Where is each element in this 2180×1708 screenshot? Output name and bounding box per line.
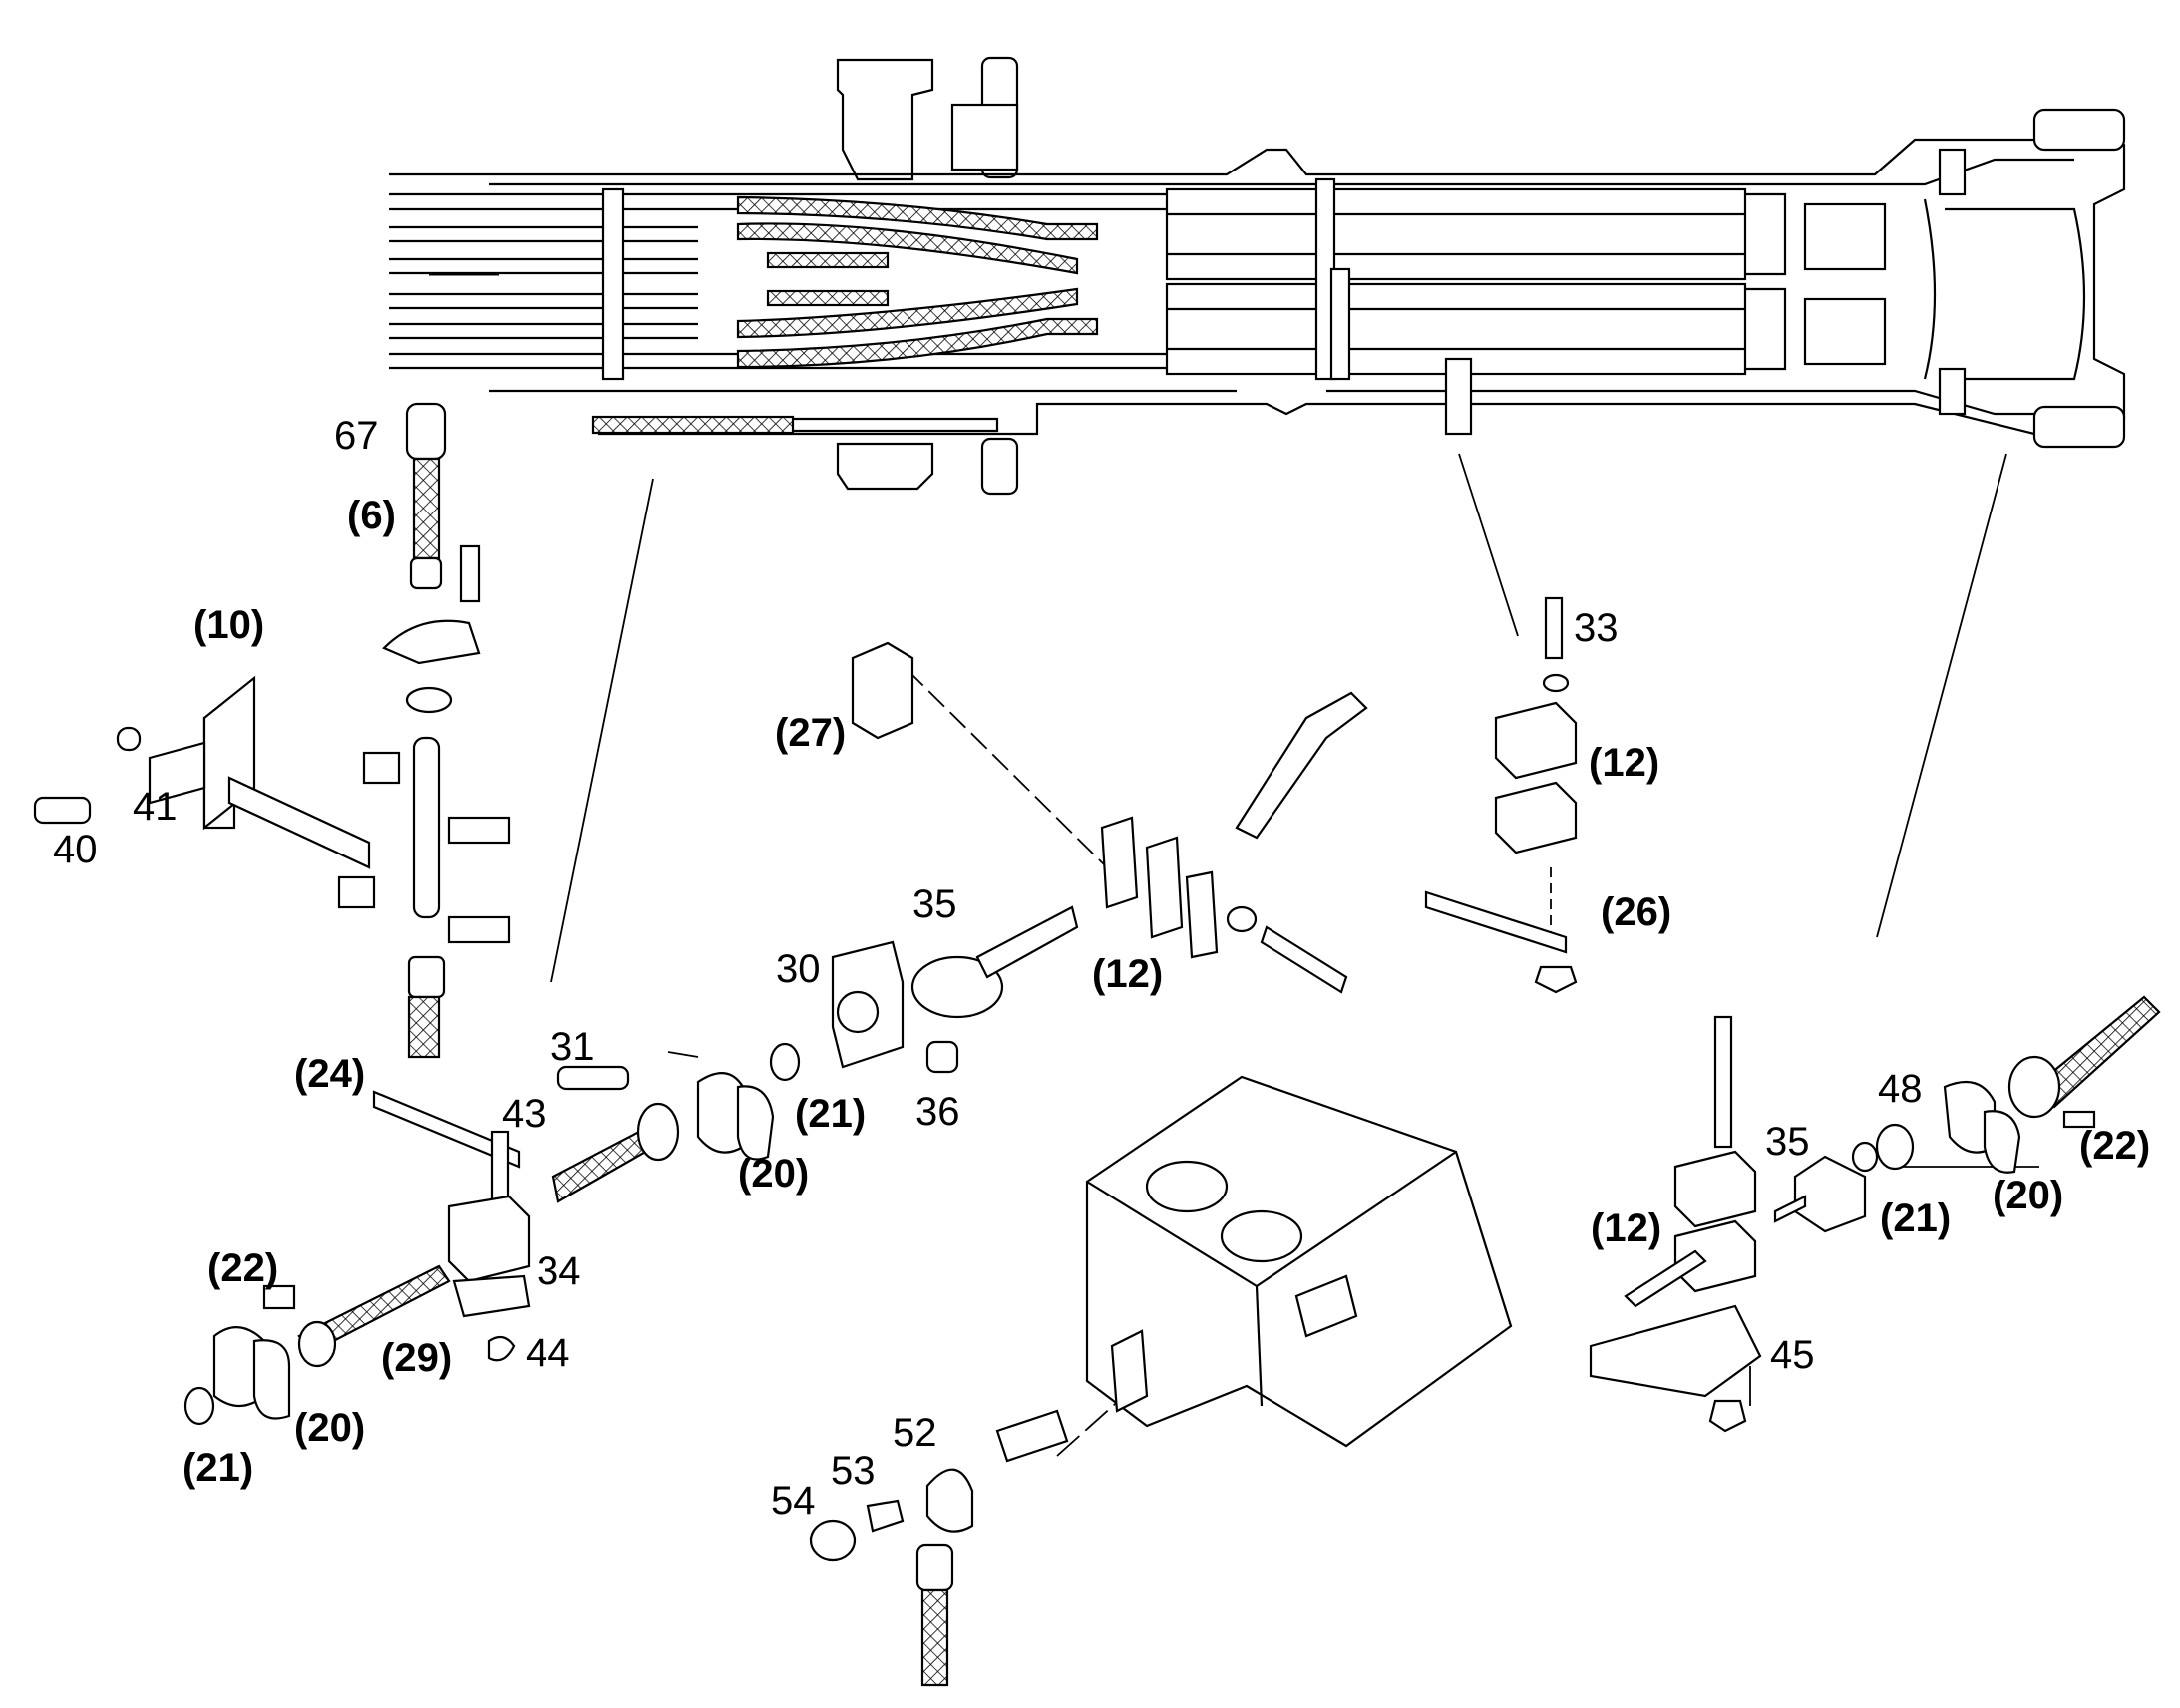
label-52: 52 [893, 1411, 937, 1455]
label-12-b: (12) [1589, 741, 1659, 785]
label-67: 67 [334, 414, 379, 458]
label-30: 30 [776, 947, 821, 991]
label-22-a: (22) [207, 1246, 278, 1290]
label-34: 34 [537, 1249, 581, 1293]
label-43: 43 [502, 1092, 546, 1136]
hydraulic-tank [809, 1075, 1513, 1687]
label-22-b: (22) [2079, 1124, 2150, 1168]
label-20-c: (20) [1993, 1174, 2063, 1217]
label-31: 31 [550, 1025, 595, 1069]
label-21-b: (21) [182, 1446, 253, 1490]
label-35-a: 35 [912, 882, 957, 926]
part-labels: 67 (6) (10) 41 40 (24) 43 31 (21) (20) 3… [53, 414, 2150, 1523]
label-21-c: (21) [1880, 1196, 1951, 1240]
label-29: (29) [381, 1336, 452, 1380]
label-35-b: 35 [1765, 1120, 1810, 1164]
label-44: 44 [526, 1331, 570, 1375]
label-21-a: (21) [795, 1092, 866, 1136]
label-24: (24) [294, 1052, 365, 1096]
right-lower-parts [1589, 995, 2161, 1433]
label-33: 33 [1574, 606, 1619, 650]
right-upper-parts [1424, 596, 1578, 994]
label-36: 36 [915, 1090, 960, 1134]
label-6: (6) [347, 494, 396, 537]
label-10: (10) [193, 603, 264, 647]
boom-hose-assembly [389, 56, 2126, 496]
label-27: (27) [775, 711, 846, 755]
label-20-b: (20) [294, 1406, 365, 1450]
label-20-a: (20) [738, 1152, 809, 1196]
label-26: (26) [1601, 890, 1671, 934]
label-40: 40 [53, 828, 98, 871]
left-exploded-parts [33, 402, 959, 1426]
center-parts [851, 641, 1368, 1019]
label-12-a: (12) [1092, 952, 1163, 996]
label-12-c: (12) [1591, 1206, 1661, 1250]
label-48: 48 [1878, 1067, 1923, 1111]
label-45: 45 [1770, 1333, 1815, 1377]
label-41: 41 [133, 785, 178, 829]
label-54: 54 [771, 1479, 816, 1523]
label-53: 53 [831, 1449, 876, 1493]
